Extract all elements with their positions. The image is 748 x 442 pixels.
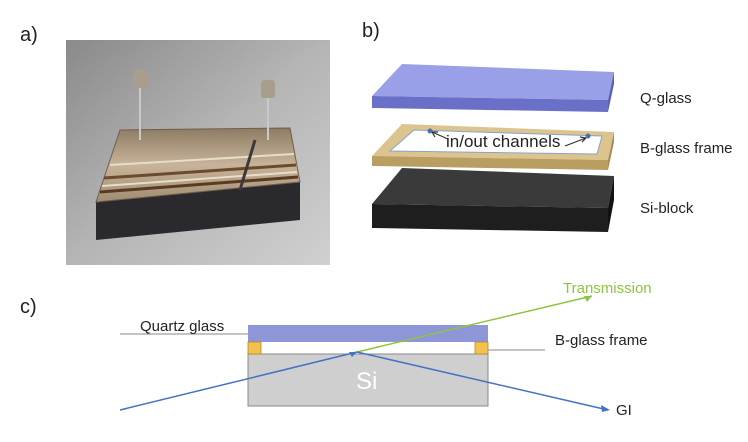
q-glass-label: Q-glass bbox=[640, 90, 692, 107]
incident-beam bbox=[119, 351, 358, 411]
si-block-label: Si-block bbox=[640, 200, 694, 217]
b-glass-frame-layer bbox=[372, 124, 614, 170]
outlet-port bbox=[585, 133, 591, 139]
quartz-glass-label: Quartz glass bbox=[140, 318, 225, 335]
transmitted-beam bbox=[356, 295, 593, 353]
b-glass-frame-label: B-glass frame bbox=[640, 140, 733, 157]
inlet-port bbox=[427, 128, 433, 134]
gi-label: GI bbox=[616, 402, 632, 419]
quartz-glass-plate bbox=[248, 325, 488, 342]
frame-spacer-right bbox=[474, 341, 489, 355]
b-glass-frame-label-c: B-glass frame bbox=[555, 332, 648, 349]
si-substrate bbox=[247, 353, 489, 407]
channel-annotation: in/out channels bbox=[446, 132, 561, 151]
panel-label-b: b) bbox=[362, 20, 380, 42]
si-label: Si bbox=[356, 368, 378, 395]
panel-label-c: c) bbox=[20, 296, 37, 318]
frame-spacer-left bbox=[247, 341, 262, 355]
panel-label-a: a) bbox=[20, 24, 38, 46]
si-block-layer bbox=[372, 168, 614, 232]
grazing-incidence-beam bbox=[356, 351, 609, 411]
transmission-label: Transmission bbox=[563, 280, 652, 297]
q-glass-layer bbox=[372, 64, 614, 112]
